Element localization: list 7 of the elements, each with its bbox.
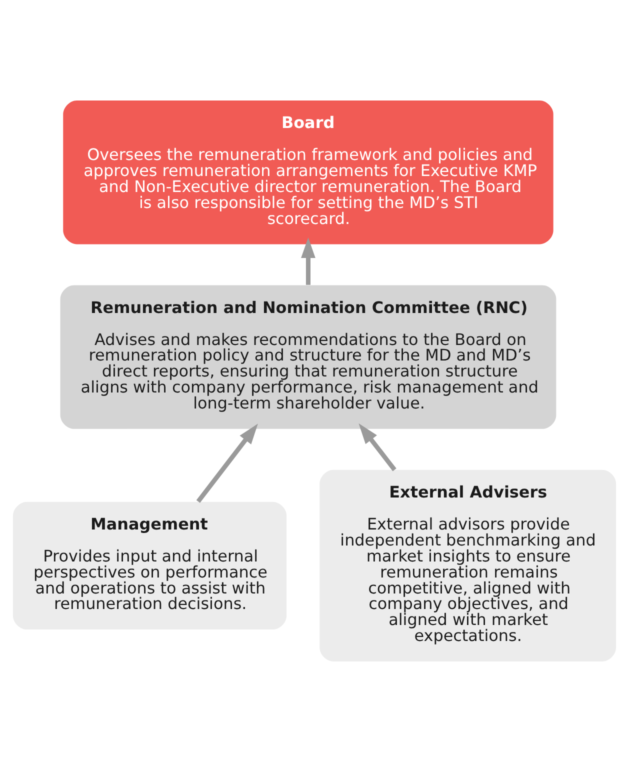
node-box: External Advisers External advisors provide independent benchmarking and market insights to ensure remuneration remains competitive, aligned with company objectives, and aligned with market expectations. <box>320 470 616 662</box>
arrow <box>358 423 396 472</box>
node-box: Board Oversees the remuneration framework and policies and approves remuneration arrangements for Executive KMP and Non-Executive director remuneration. The Board is also responsible for setting the MD’s STI scorecard. <box>63 100 554 244</box>
node-box: Management Provides input and internal perspectives on performance and operations to assist with remuneration decisions. <box>12 502 287 630</box>
arrow <box>196 424 258 503</box>
arrow <box>301 237 316 285</box>
node-box: Remuneration and Nomination Committee (RNC) Advises and makes recommendations to the Board on remuneration policy and structure for the MD and MD’s direct reports, ensuring that remuneration structure aligns with company performance, risk management and long-term shareholder value. <box>60 285 556 429</box>
